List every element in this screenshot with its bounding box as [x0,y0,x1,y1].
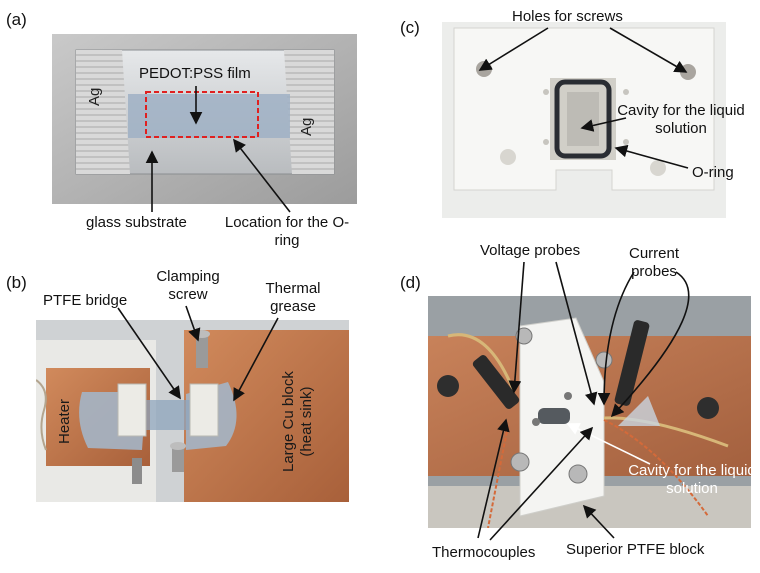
holes-label: Holes for screws [512,8,623,25]
oring-location-box [145,91,259,138]
panel-a-label: (a) [6,10,27,29]
grease-text: Thermal grease [265,280,321,315]
clamping-screw-top [196,334,208,368]
pedot-film [128,94,290,138]
screw-hole-right [680,64,696,80]
oring-location-text: Location for the O-ring [224,214,350,249]
cavity-c-label: Cavity for the liquid solution [614,102,748,138]
clamping-label: Clamping screw [146,268,230,304]
glass-label: glass substrate [86,214,187,231]
probe-holder-left [472,355,520,409]
cavity-d-text: Cavity for the liquid solution [628,462,756,497]
hole-bottom-left [500,149,516,165]
oring-location-label: Location for the O-ring [224,214,350,250]
current-text: Current probes [628,245,680,280]
grease-label: Thermal grease [256,280,330,316]
oring-label: O-ring [692,164,734,181]
cu-block-text: Large Cu block [280,371,297,472]
knob-left [437,375,459,397]
panel-b-label: (b) [6,273,27,292]
wing-nut-left [510,452,530,472]
cavity-c-text: Cavity for the liquid solution [617,102,745,137]
heater-screw [132,458,142,484]
ag-left-label: Ag [86,87,103,106]
cavity-d-label: Cavity for the liquid solution [628,462,756,498]
ptfe-block-label: Superior PTFE block [566,541,705,558]
heater-label: Heater [56,398,73,444]
heat-sink-text: (heat sink) [298,386,315,457]
cavity-slot [538,408,570,424]
current-label: Current probes [618,245,690,281]
panel-c-label: (c) [400,18,420,37]
clamping-screw-bottom [172,446,184,472]
wing-nut-right [568,464,588,484]
cu-block-label: Large Cu block (heat sink) [280,371,316,472]
panel-b-photo [36,320,349,502]
panel-a-photo [52,34,357,204]
knob-right [697,397,719,419]
ag-electrode-right [284,50,334,174]
clamp-plate-right [189,383,219,437]
wire-left [447,333,516,393]
clamp-plate-left [117,383,147,437]
ag-electrode-left [76,50,130,174]
cavity [567,92,599,146]
panel-d-label: (d) [400,273,421,292]
screw-hole-left [476,61,492,77]
thermocouples-label: Thermocouples [432,544,536,561]
hole-bottom-right [650,160,666,176]
clamping-text: Clamping screw [156,268,220,303]
film-label: PEDOT:PSS film [139,65,251,82]
ptfe-bridge-label: PTFE bridge [43,292,128,309]
ag-right-label: Ag [298,117,315,136]
voltage-label: Voltage probes [480,242,581,259]
